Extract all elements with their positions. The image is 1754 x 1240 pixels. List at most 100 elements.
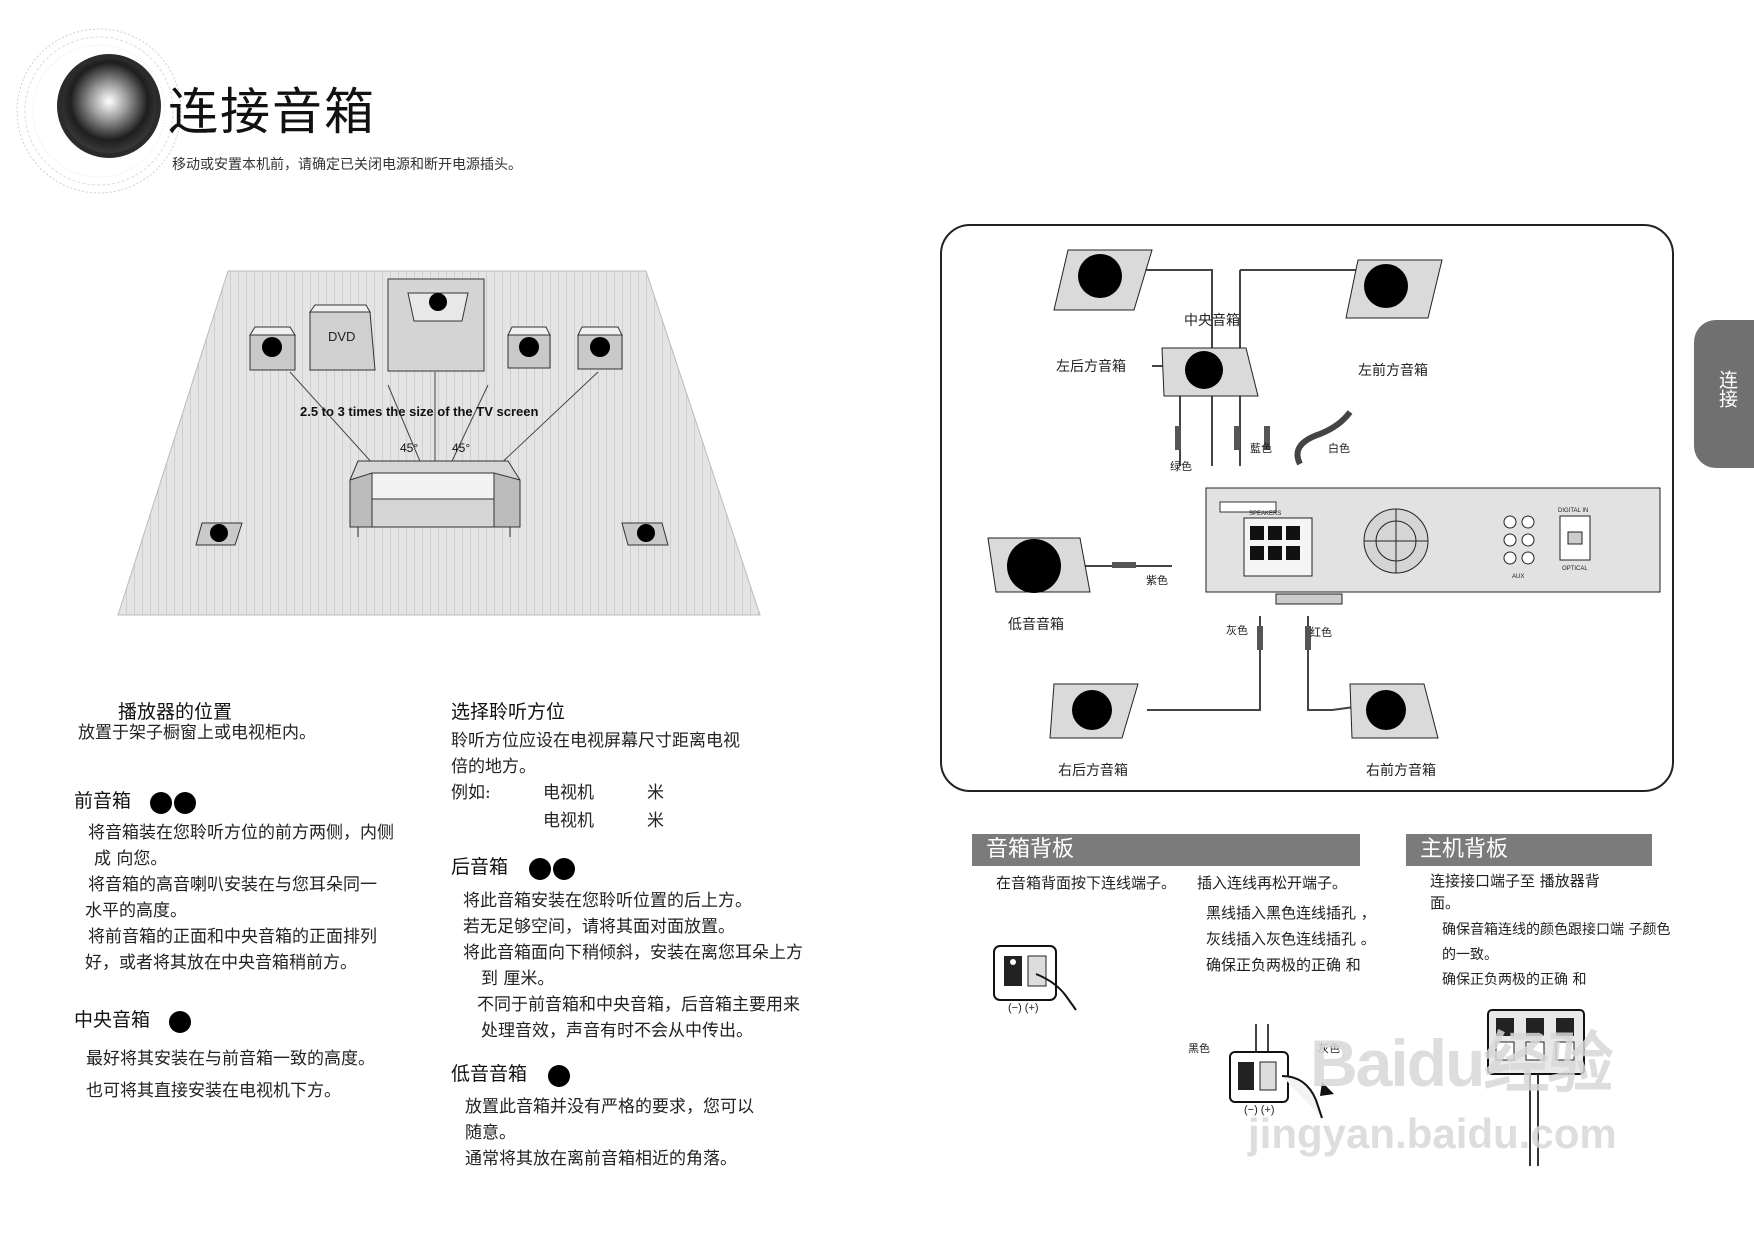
center-speaker-icon: [169, 1010, 192, 1033]
black-wire-label: 黑色: [1188, 1042, 1210, 1055]
polarity-label: (−) (+): [1008, 1002, 1039, 1014]
speakers-terminal-label: SPEAKERS: [1249, 511, 1281, 517]
text-line: 好，或者将其放在中央音箱稍前方。: [85, 953, 357, 973]
wiring-diagram: SPEAKERS DIGITAL IN OPTICAL AUX 左后: [940, 224, 1674, 792]
text-line: 连接接口端子至 播放器背: [1430, 872, 1600, 890]
terminal-press-illustration: [990, 944, 1086, 1014]
label-rear-right: 右后方音箱: [1058, 763, 1128, 779]
rear-speaker-icon: [553, 857, 576, 880]
digital-in-label: DIGITAL IN: [1558, 508, 1588, 514]
text-line: 确保音箱连线的颜色跟接口端 子颜色: [1442, 922, 1671, 938]
main-back-text: 连接接口端子至 播放器背 面。: [1430, 870, 1600, 914]
example-unit: 米: [647, 811, 664, 831]
text-line: 水平的高度。: [85, 901, 187, 921]
page-subtitle: 移动或安置本机前，请确定已关闭电源和断开电源插头。: [172, 157, 522, 173]
speaker-rear-left: [1053, 249, 1153, 311]
side-tab-label: 连接: [1716, 370, 1738, 408]
listening-example: 例如: 电视机 米 电视机 米: [451, 780, 711, 836]
subwoofer-text: 放置此音箱并没有严格的要求，您可以 随意。 通常将其放在离前音箱相近的角落。: [465, 1094, 754, 1172]
center-speaker-title: 中央音箱: [74, 1009, 151, 1031]
text-line: 也可将其直接安装在电视机下方。: [86, 1081, 341, 1101]
wire-white-label: 白色: [1328, 442, 1350, 455]
front-speaker-heading: 前音箱: [74, 786, 197, 814]
wire-insert-illustration: [1226, 1024, 1346, 1124]
example-label: 例如:: [451, 783, 491, 803]
speaker-back-bar: 音箱背板: [972, 834, 1360, 866]
wire-gray-label: 灰色: [1226, 624, 1248, 637]
speaker-back-notes: 黑线插入黑色连线插孔 ， 灰线插入灰色连线插孔 。 确保正负两极的正确 和: [1206, 900, 1376, 978]
text-line: 聆听方位应设在电视屏幕尺寸距离电视: [451, 731, 740, 751]
center-speaker-text: 最好将其安装在与前音箱一致的高度。 也可将其直接安装在电视机下方。: [86, 1043, 375, 1107]
speaker-front-left: [1345, 259, 1443, 319]
label-front-right: 右前方音箱: [1366, 763, 1436, 779]
text-line: 放置此音箱并没有严格的要求，您可以: [465, 1097, 754, 1117]
player-position-text: 放置于架子橱窗上或电视柜内。: [78, 723, 316, 743]
front-speaker-title: 前音箱: [74, 790, 132, 812]
center-speaker-heading: 中央音箱: [74, 1005, 192, 1033]
wire-blue-label: 藍色: [1250, 442, 1272, 455]
dvd-label: DVD: [328, 329, 355, 344]
main-back-bar: 主机背板: [1406, 834, 1652, 866]
label-subwoofer: 低音音箱: [1008, 617, 1064, 633]
receiver-back-panel: [1205, 410, 1661, 605]
gray-wire-label: 灰色: [1318, 1042, 1340, 1055]
text-line: 将此音箱安装在您聆听位置的后上方。: [463, 891, 752, 911]
optical-label: OPTICAL: [1562, 566, 1588, 572]
polarity-label: (−) (+): [1244, 1104, 1275, 1116]
text-line: 处理音效，声音有时不会从中传出。: [481, 1021, 753, 1041]
rear-speaker-text: 将此音箱安装在您聆听位置的后上方。 若无足够空间，请将其面对面放置。 将此音箱面…: [463, 888, 803, 1044]
example-item: 电视机: [543, 811, 594, 831]
text-line: 将音箱的高音喇叭安装在与您耳朵同一: [88, 875, 377, 895]
label-front-left: 左前方音箱: [1358, 363, 1428, 379]
speaker-rear-right: [621, 522, 669, 546]
example-unit: 米: [647, 783, 664, 803]
speaker-rear-left: [195, 522, 243, 546]
speaker-subwoofer: [987, 537, 1091, 593]
rear-speaker-title: 后音箱: [451, 856, 509, 878]
watermark-logo: Baidu经验: [1310, 1010, 1613, 1106]
text-line: 将前音箱的正面和中央音箱的正面排列: [88, 927, 377, 947]
angle-right-label: 45°: [452, 441, 470, 455]
front-speaker-text: 将音箱装在您聆听方位的前方两侧，内侧 成 向您。 将音箱的高音喇叭安装在与您耳朵…: [85, 820, 394, 976]
speaker-front-right: [577, 326, 623, 370]
speaker-rear-right: [1049, 683, 1139, 739]
label-rear-left: 左后方音箱: [1056, 359, 1126, 375]
player-position-heading: 播放器的位置: [118, 701, 233, 723]
main-back-notes: 确保音箱连线的颜色跟接口端 子颜色 的一致。 确保正负两极的正确 和: [1442, 918, 1670, 993]
text-line: 黑线插入黑色连线插孔 ，: [1206, 904, 1376, 922]
text-line: 确保正负两极的正确 和: [1442, 972, 1587, 988]
wire-red-label: 红色: [1310, 626, 1332, 639]
wire-purple-label: 紫色: [1146, 574, 1168, 587]
room-layout-diagram: DVD 2.5 to 3 times the size of the TV sc…: [110, 265, 770, 625]
text-line: 的一致。: [1442, 947, 1498, 963]
text-line: 到 厘米。: [481, 969, 555, 989]
speaker-emblem-icon: [14, 26, 184, 196]
speaker-back-step1: 在音箱背面按下连线端子。: [996, 874, 1177, 892]
side-tab: 连接: [1694, 320, 1754, 468]
front-speaker-icon: [174, 791, 197, 814]
text-line: 确保正负两极的正确 和: [1206, 956, 1361, 974]
wire-green-label: 绿色: [1170, 460, 1192, 473]
subwoofer-heading: 低音音箱: [451, 1059, 571, 1087]
text-line: 成 向您。: [94, 849, 168, 869]
text-line: 若无足够空间，请将其面对面放置。: [463, 917, 735, 937]
text-line: 面。: [1430, 894, 1461, 912]
text-line: 最好将其安装在与前音箱一致的高度。: [86, 1049, 375, 1069]
text-line: 倍的地方。: [451, 757, 536, 777]
rear-speaker-icon: [529, 857, 552, 880]
aux-label: AUX: [1512, 574, 1524, 580]
speaker-front-left: [249, 326, 296, 371]
label-center: 中央音箱: [1184, 313, 1240, 329]
text-line: 将此音箱面向下稍倾斜，安装在离您耳朵上方: [463, 943, 803, 963]
speaker-center: [1161, 347, 1259, 397]
speaker-front-right: [1349, 683, 1439, 739]
tv-set: [387, 278, 485, 372]
subwoofer-icon: [548, 1064, 571, 1087]
main-terminal-illustration: [1486, 1006, 1586, 1172]
example-item: 电视机: [543, 783, 594, 803]
text-line: 灰线插入灰色连线插孔 。: [1206, 930, 1376, 948]
listening-sofa: [349, 460, 521, 537]
speaker-center-right: [507, 326, 551, 369]
text-line: 不同于前音箱和中央音箱，后音箱主要用来: [477, 995, 800, 1015]
dvd-player: [309, 304, 376, 371]
